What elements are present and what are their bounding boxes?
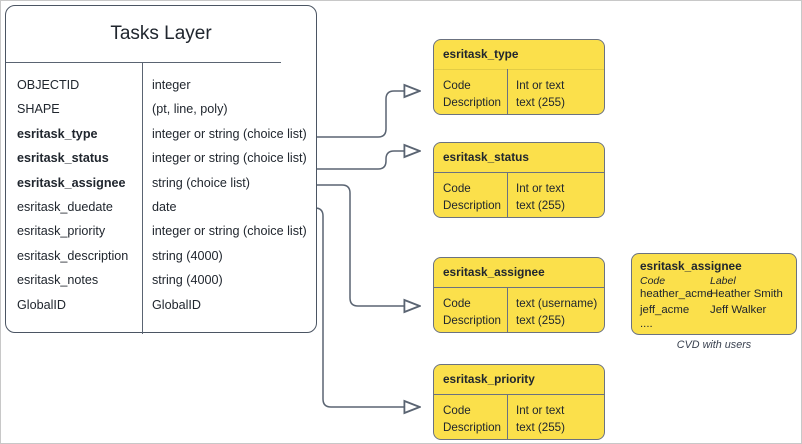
domain-column-divider — [507, 394, 508, 439]
field-name: SHAPE — [17, 102, 60, 117]
domain-title: esritask_type — [443, 47, 519, 61]
table-row[interactable]: esritask_priority integer or string (cho… — [6, 224, 316, 248]
table-row[interactable]: esritask_description string (4000) — [6, 249, 316, 273]
field-name: esritask_priority — [17, 224, 106, 239]
table-row[interactable]: GlobalID GlobalID — [6, 298, 316, 322]
domain-box-esritask-priority[interactable]: esritask_priority Code Description Int o… — [433, 364, 605, 440]
table-row[interactable]: esritask_type integer or string (choice … — [6, 127, 316, 151]
domain-box-esritask-status[interactable]: esritask_status Code Description Int or … — [433, 142, 605, 218]
field-name: esritask_assignee — [17, 175, 126, 190]
domain-title: esritask_status — [443, 150, 529, 164]
domain-left-column: Code Description — [443, 297, 501, 327]
table-row[interactable]: esritask_assignee string (choice list) — [6, 176, 316, 200]
field-type: string (4000) — [152, 248, 223, 263]
domain-box-esritask-type[interactable]: esritask_type Code Description Int or te… — [433, 39, 605, 115]
domain-left-column: Code Description — [443, 79, 501, 109]
entity-header-divider — [6, 62, 281, 63]
domain-box-esritask-assignee[interactable]: esritask_assignee Code Description text … — [433, 257, 605, 333]
cvd-code: heather_acme — [640, 288, 713, 300]
field-name: GlobalID — [17, 297, 66, 312]
entity-column-divider — [142, 62, 143, 334]
field-type: date — [152, 199, 177, 214]
domain-right-column: text (username) text (255) — [516, 297, 598, 327]
table-row[interactable]: esritask_duedate date — [6, 200, 316, 224]
tasks-layer-title: Tasks Layer — [110, 23, 212, 44]
table-row[interactable]: esritask_status integer or string (choic… — [6, 151, 316, 175]
field-name: OBJECTID — [17, 78, 80, 92]
table-row[interactable]: SHAPE (pt, line, poly) — [6, 102, 316, 126]
field-name: esritask_description — [17, 248, 129, 263]
domain-title: esritask_assignee — [443, 265, 545, 279]
domain-header-divider — [434, 394, 604, 395]
field-name: esritask_status — [17, 151, 109, 166]
domain-right-column: Int or text text (255) — [516, 79, 565, 109]
domain-right-column: Int or text text (255) — [516, 404, 565, 434]
field-type: integer — [152, 78, 191, 92]
field-name: esritask_type — [17, 126, 98, 141]
domain-right-column: Int or text text (255) — [516, 182, 565, 212]
domain-left-column: Code Description — [443, 404, 501, 434]
domain-column-divider — [507, 287, 508, 332]
domain-header-divider — [434, 69, 604, 70]
cvd-row-list: heather_acme Heather Smith jeff_acme Jef… — [632, 288, 796, 319]
table-row[interactable]: esritask_notes string (4000) — [6, 273, 316, 297]
field-name: esritask_notes — [17, 273, 99, 288]
field-type: GlobalID — [152, 297, 201, 312]
domain-title: esritask_priority — [443, 372, 535, 386]
cvd-caption: CVD with users — [676, 339, 752, 351]
field-type: integer or string (choice list) — [152, 224, 307, 239]
field-type: string (choice list) — [152, 175, 250, 190]
cvd-header-label: Label — [710, 275, 736, 287]
field-type: string (4000) — [152, 273, 223, 288]
cvd-box-esritask-assignee[interactable]: esritask_assignee Code Label heather_acm… — [631, 253, 797, 335]
cvd-code: jeff_acme — [640, 303, 690, 316]
field-row-list: OBJECTID integer SHAPE (pt, line, poly) … — [6, 62, 316, 322]
cvd-title: esritask_assignee — [640, 259, 742, 273]
domain-column-divider — [507, 172, 508, 217]
cvd-label: Jeff Walker — [710, 303, 767, 316]
cvd-label: Heather Smith — [710, 288, 783, 300]
field-name: esritask_duedate — [17, 199, 113, 214]
table-row[interactable]: OBJECTID integer — [6, 78, 316, 102]
domain-left-column: Code Description — [443, 182, 501, 212]
domain-column-divider — [507, 69, 508, 114]
list-item[interactable]: jeff_acme Jeff Walker — [632, 304, 796, 320]
cvd-ellipsis: .... — [640, 318, 653, 330]
domain-header-divider — [434, 172, 604, 173]
tasks-layer-entity[interactable]: Tasks Layer OBJECTID integer SHAPE (pt, … — [5, 5, 317, 334]
field-type: integer or string (choice list) — [152, 126, 307, 141]
domain-header-divider — [434, 287, 604, 288]
cvd-header-code: Code — [640, 275, 666, 287]
field-type: integer or string (choice list) — [152, 151, 307, 166]
list-item[interactable]: heather_acme Heather Smith — [632, 288, 796, 304]
field-type: (pt, line, poly) — [152, 102, 228, 117]
